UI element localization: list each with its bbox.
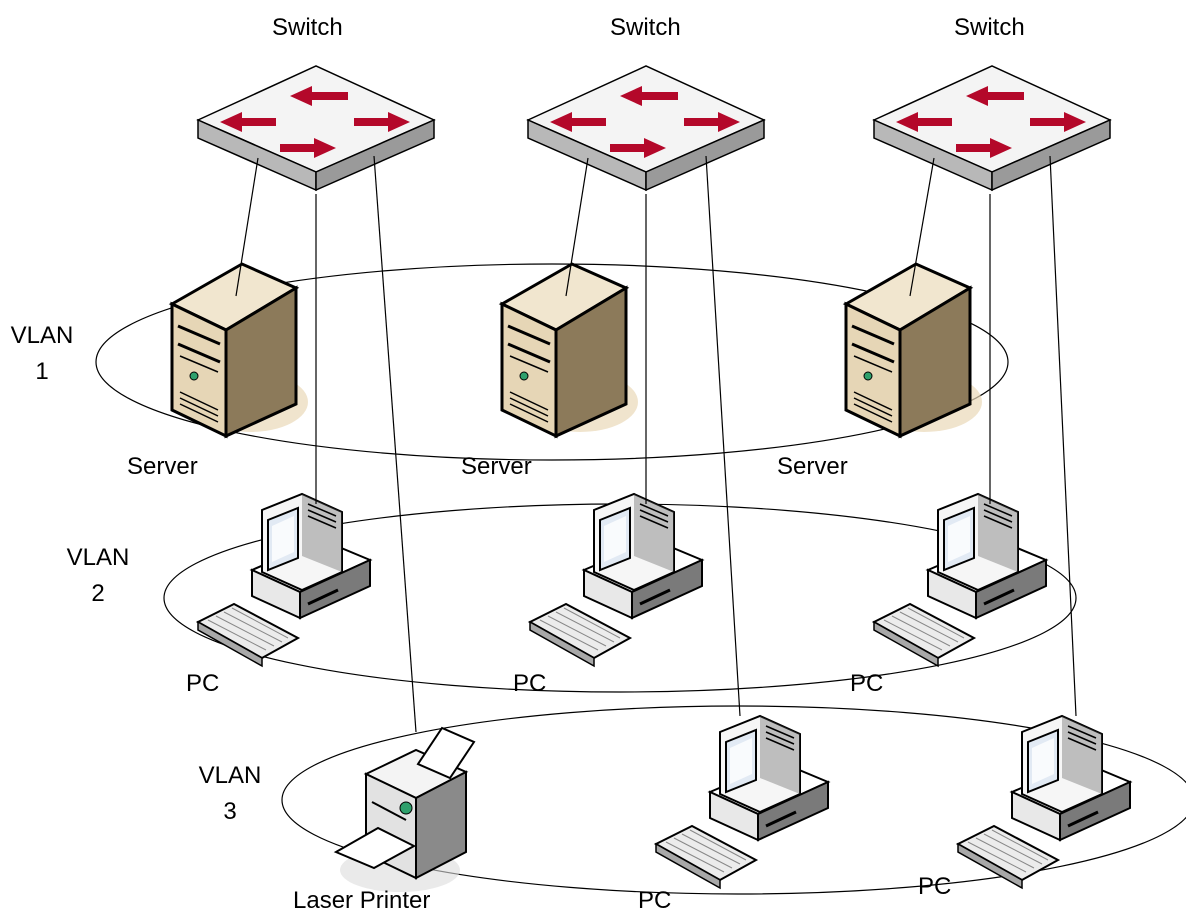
pc-label: PC	[186, 670, 220, 697]
server-label: Server	[461, 453, 532, 480]
server-label: Server	[127, 453, 198, 480]
pc-icon	[196, 492, 372, 668]
pc-icon	[528, 492, 704, 668]
connection-lines	[235, 155, 1077, 733]
vlan-number: 1	[35, 358, 49, 385]
vlan-label: VLAN 2	[66, 540, 130, 612]
vlan-label: VLAN 3	[198, 758, 262, 830]
switch-label: Switch	[610, 14, 681, 41]
pc-icon	[872, 492, 1048, 668]
server-icon	[844, 262, 984, 438]
vlan-name: VLAN	[10, 322, 74, 349]
pc-label: PC	[850, 670, 884, 697]
switch-label: Switch	[272, 14, 343, 41]
pc-icon	[956, 714, 1132, 890]
laser-printer-icon	[335, 727, 475, 893]
vlan-number: 3	[223, 798, 237, 825]
pc-label: PC	[918, 873, 952, 900]
pc-icon	[654, 714, 830, 890]
vlan-name: VLAN	[198, 762, 262, 789]
switch-icon	[197, 65, 435, 191]
server-icon	[500, 262, 640, 438]
switch-icon	[527, 65, 765, 191]
vlan3-ellipse	[281, 705, 1186, 895]
vlan-number: 2	[91, 580, 105, 607]
server-label: Server	[777, 453, 848, 480]
vlan-name: VLAN	[66, 544, 130, 571]
switch-icon	[873, 65, 1111, 191]
vlan1-ellipse	[95, 263, 1009, 461]
pc-label: PC	[513, 670, 547, 697]
printer-label: Laser Printer	[293, 887, 431, 914]
vlan-label: VLAN 1	[10, 318, 74, 390]
pc-label: PC	[638, 887, 672, 914]
switch-label: Switch	[954, 14, 1025, 41]
server-icon	[170, 262, 310, 438]
